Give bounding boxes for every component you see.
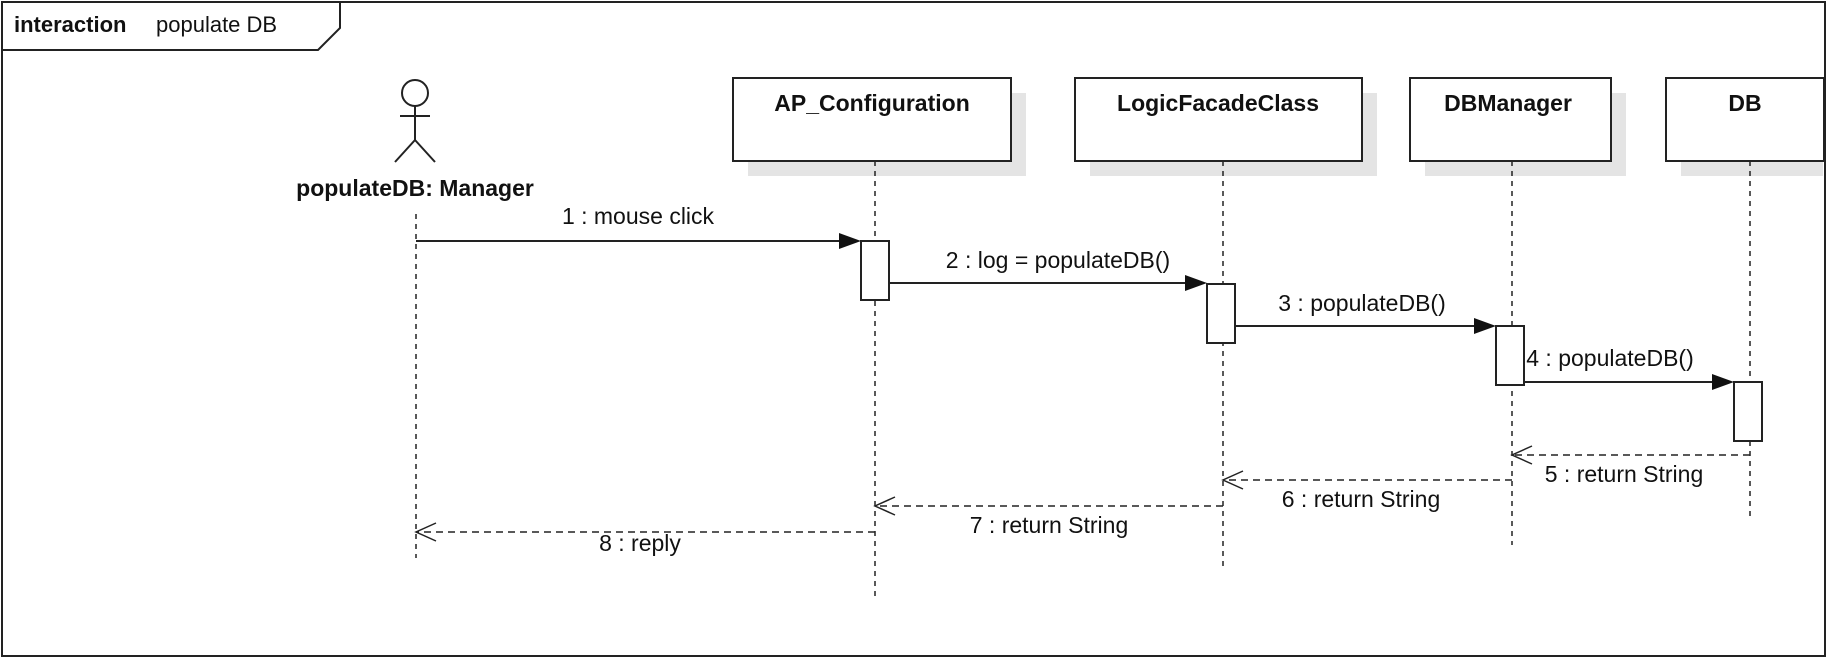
lifeline-label-ap-configuration: AP_Configuration [774, 90, 970, 116]
activation-bars [860, 240, 1763, 442]
lifeline-logic-facade-class: LogicFacadeClass [1074, 77, 1377, 570]
message-2: 2 : log = populateDB() [889, 247, 1207, 291]
activation-db [1733, 381, 1763, 442]
activation-logic-facade-class [1206, 283, 1236, 344]
lifeline-label-dbmanager: DBManager [1444, 90, 1572, 116]
lifeline-label-db: DB [1728, 90, 1761, 116]
message-label-6: 6 : return String [1282, 486, 1441, 512]
message-label-5: 5 : return String [1545, 461, 1704, 487]
message-label-4: 4 : populateDB() [1526, 345, 1693, 371]
message-3: 3 : populateDB() [1235, 290, 1496, 334]
message-label-1: 1 : mouse click [562, 203, 715, 229]
activation-ap-configuration [860, 240, 890, 301]
lifeline-dbmanager: DBManager [1409, 77, 1626, 545]
lifeline-db: DB [1665, 77, 1825, 518]
message-8: 8 : reply [414, 522, 875, 556]
activation-dbmanager [1495, 325, 1525, 386]
lifeline-ap-configuration: AP_Configuration [732, 77, 1026, 596]
message-5: 5 : return String [1510, 445, 1750, 487]
message-label-7: 7 : return String [970, 512, 1129, 538]
frame-keyword: interaction [14, 12, 126, 37]
message-6: 6 : return String [1221, 470, 1512, 512]
actor-label: populateDB: Manager [296, 175, 534, 201]
lifeline-label-logic-facade-class: LogicFacadeClass [1117, 90, 1319, 116]
stick-figure-icon [394, 79, 436, 163]
actor-manager: populateDB: Manager [296, 79, 534, 558]
message-1: 1 : mouse click [416, 203, 861, 249]
message-label-8: 8 : reply [599, 530, 681, 556]
message-label-2: 2 : log = populateDB() [946, 247, 1170, 273]
message-label-3: 3 : populateDB() [1278, 290, 1445, 316]
message-7: 7 : return String [873, 496, 1223, 538]
message-4: 4 : populateDB() [1524, 345, 1734, 390]
frame-name: populate DB [156, 12, 277, 37]
